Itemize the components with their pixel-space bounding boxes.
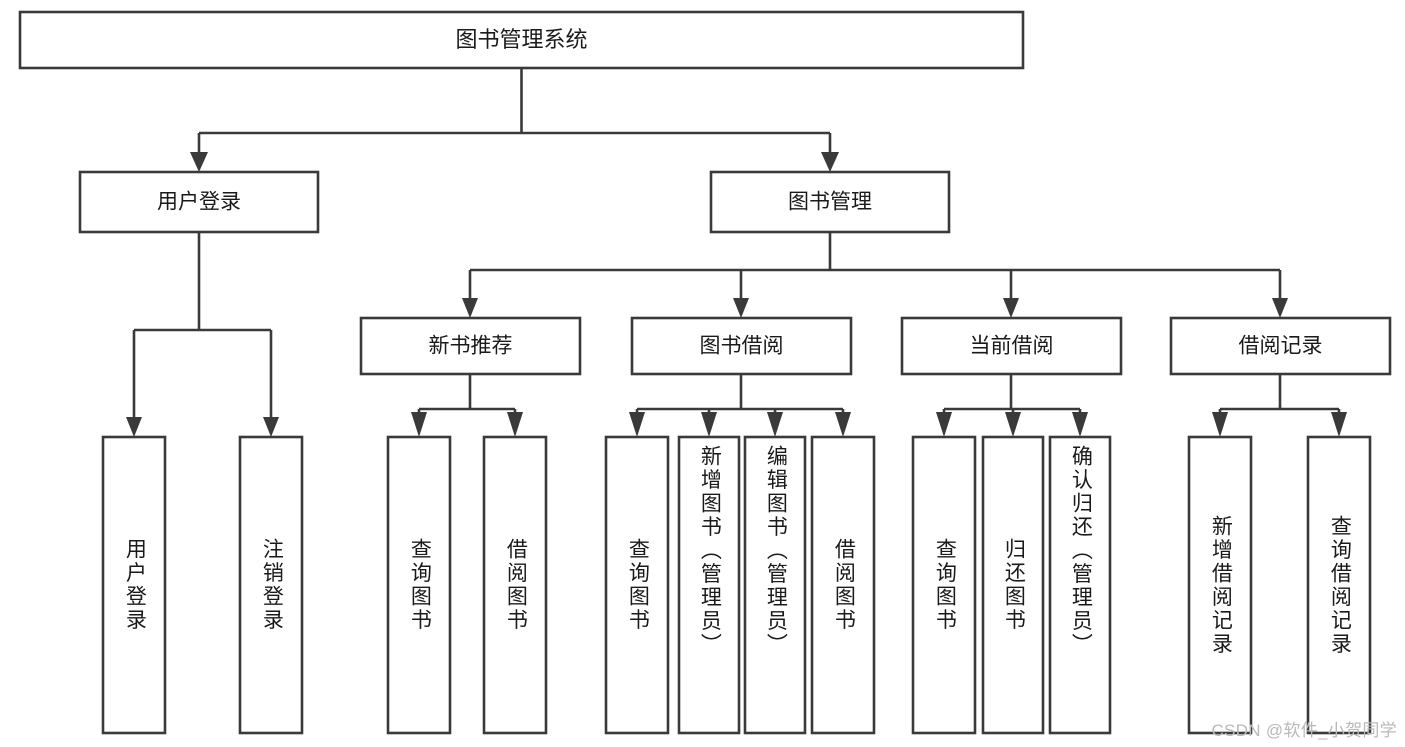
node-box-rect [1169, 316, 1392, 376]
arrowhead-book-manage [821, 152, 839, 172]
node-current-borrow[interactable]: 当前借阅 [900, 316, 1123, 376]
arrowhead-borrow-record [1272, 298, 1288, 318]
leaf-box-query-book-1[interactable] [386, 435, 452, 735]
node-new-book-rec[interactable]: 新书推荐 [359, 316, 582, 376]
leaf-box-confirm-return[interactable] [1048, 435, 1112, 735]
node-box-rect [709, 170, 951, 234]
leaf-box-add-book[interactable] [677, 435, 741, 735]
arrowhead-leaf-logout [263, 417, 279, 437]
node-label-book-management-system: 图书管理系统 [455, 27, 587, 52]
leaf-box-query-book-2[interactable] [604, 435, 670, 735]
node-box-rect [900, 316, 1123, 376]
arrowhead-leaf-query-book-3 [936, 412, 952, 437]
arrowhead-leaf-add-book [701, 412, 717, 437]
node-book-manage[interactable]: 图书管理 [709, 170, 951, 234]
arrowhead-user-login [190, 152, 208, 172]
leaf-box-add-record[interactable] [1187, 435, 1253, 735]
arrowhead-leaf-add-record [1212, 412, 1228, 437]
arrowhead-leaf-borrow-book-2 [835, 412, 851, 437]
leaf-node-group [101, 435, 1372, 735]
leaf-box-logout[interactable] [238, 435, 304, 735]
arrowhead-leaf-borrow-book-1 [507, 412, 523, 437]
arrowhead-current-borrow [1003, 298, 1019, 318]
node-box-rect [359, 316, 582, 376]
node-borrow-record[interactable]: 借阅记录 [1169, 316, 1392, 376]
connector-group [126, 68, 1347, 437]
arrowhead-leaf-edit-book [767, 412, 783, 437]
leaf-box-query-book-3[interactable] [911, 435, 977, 735]
arrowhead-leaf-query-book-1 [411, 412, 427, 437]
arrowhead-book-borrow [733, 298, 749, 318]
leaf-box-edit-book[interactable] [743, 435, 807, 735]
leaf-box-borrow-book-2[interactable] [810, 435, 876, 735]
arrowhead-leaf-query-record [1331, 412, 1347, 437]
node-label-book-borrow: 图书借阅 [700, 335, 784, 358]
node-box-rect [630, 316, 853, 376]
node-label-current-borrow: 当前借阅 [970, 335, 1054, 358]
arrowhead-leaf-user-login [126, 417, 142, 437]
node-user-login[interactable]: 用户登录 [78, 170, 320, 234]
leaf-box-return-book[interactable] [981, 435, 1045, 735]
arrowhead-leaf-confirm-return [1072, 412, 1088, 437]
leaf-box-borrow-book-1[interactable] [482, 435, 548, 735]
node-book-management-system[interactable]: 图书管理系统 [18, 10, 1025, 70]
arrowhead-leaf-return-book [1005, 412, 1021, 437]
leaf-box-query-record[interactable] [1306, 435, 1372, 735]
node-box-rect [18, 10, 1025, 70]
arrowhead-leaf-query-book-2 [629, 412, 645, 437]
node-label-new-book-rec: 新书推荐 [429, 335, 513, 358]
node-label-user-login: 用户登录 [157, 191, 241, 214]
arrowhead-new-book-rec [462, 298, 478, 318]
node-label-book-manage: 图书管理 [788, 191, 872, 214]
node-box-rect [78, 170, 320, 234]
node-book-borrow[interactable]: 图书借阅 [630, 316, 853, 376]
node-label-borrow-record: 借阅记录 [1239, 335, 1323, 358]
leaf-box-user-login[interactable] [101, 435, 167, 735]
